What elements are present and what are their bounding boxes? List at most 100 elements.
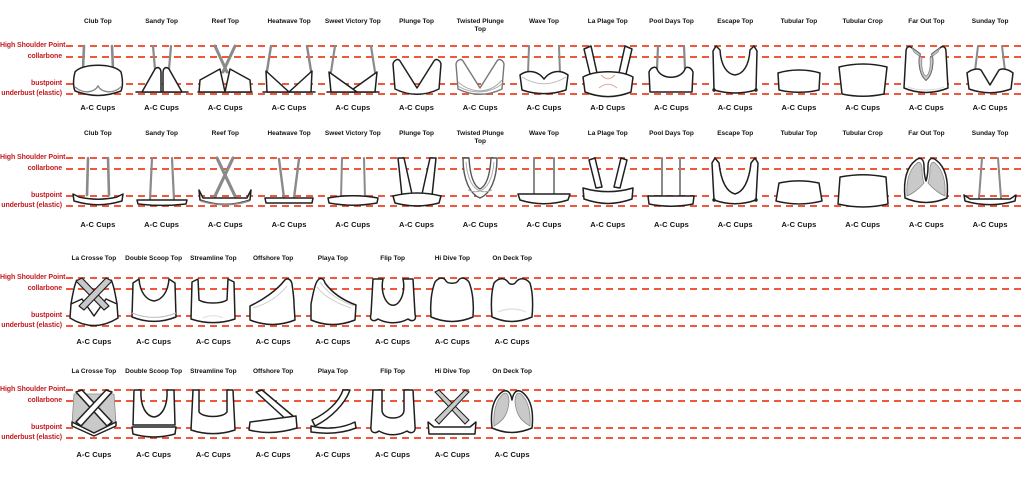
cups-range-label: A-C Cups (136, 450, 172, 459)
style-name-label: Twisted Plunge Top (456, 130, 504, 146)
cups-range-label: A-C Cups (717, 220, 753, 229)
sunday-top-front-illustration (958, 42, 1022, 100)
guide-line-underbust-elastic (66, 205, 1024, 207)
style-name-label: La Crosse Top (71, 368, 117, 375)
guide-label-bustpoint: bustpoint (31, 80, 62, 87)
guide-label-collarbone: collarbone (27, 53, 63, 60)
cups-range-label: A-C Cups (315, 450, 351, 459)
style-name-label: Playa Top (317, 255, 348, 262)
la-plage-top-front-illustration (576, 42, 640, 100)
offshore-top-back-illustration (241, 386, 305, 444)
cups-range-label: A-C Cups (908, 103, 944, 112)
style-name-label: Club Top (84, 130, 112, 137)
style-name-label: Far Out Top (908, 130, 945, 137)
guide-label-bustpoint: bustpoint (31, 192, 62, 199)
la-plage-top-back-illustration (576, 154, 640, 212)
style-name-label: Tubular Crop (842, 130, 883, 137)
cups-range-label: A-C Cups (590, 220, 626, 229)
style-name-label: La Crosse Top (71, 255, 117, 262)
style-name-label: Tubular Top (780, 130, 818, 137)
guide-label-underbust-elastic: underbust (elastic) (1, 322, 62, 329)
sunday-top-back-illustration (958, 154, 1022, 212)
cups-range-label: A-C Cups (434, 450, 470, 459)
cups-range-label: A-C Cups (845, 220, 881, 229)
guide-label-bustpoint: bustpoint (31, 424, 62, 431)
cups-range-label: A-C Cups (399, 103, 435, 112)
style-name-label: Hi Dive Top (434, 368, 471, 375)
club-top-back-illustration (66, 154, 130, 212)
cups-range-label: A-C Cups (195, 450, 231, 459)
style-name-label: Twisted Plunge Top (456, 18, 504, 34)
guide-line-collarbone (66, 288, 1024, 290)
cups-range-label: A-C Cups (375, 450, 411, 459)
cups-range-label: A-C Cups (80, 103, 116, 112)
cups-range-label: A-C Cups (136, 337, 172, 346)
guide-label-collarbone: collarbone (27, 165, 63, 172)
hi-dive-top-back-illustration (420, 386, 484, 444)
la-crosse-top-front-illustration (62, 274, 126, 332)
style-name-label: Sunday Top (971, 18, 1009, 25)
cups-range-label: A-C Cups (908, 220, 944, 229)
tubular-top-front-illustration (767, 42, 831, 100)
cups-range-label: A-C Cups (653, 103, 689, 112)
style-name-label: Sweet Victory Top (324, 18, 381, 25)
guide-line-bustpoint (66, 427, 1024, 429)
cups-range-label: A-C Cups (972, 220, 1008, 229)
escape-top-back-illustration (703, 154, 767, 212)
flip-top-back-illustration (361, 386, 425, 444)
style-name-label: On Deck Top (492, 368, 532, 375)
pool-days-top-back-illustration (639, 154, 703, 212)
cups-range-label: A-C Cups (972, 103, 1008, 112)
style-name-label: La Plage Top (587, 130, 628, 137)
guide-line-underbust-elastic (66, 437, 1024, 439)
style-name-label: Sunday Top (971, 130, 1009, 137)
guide-label-high-shoulder-point: High Shoulder Point (0, 42, 66, 49)
guide-line-underbust-elastic (66, 325, 1024, 327)
sweet-victory-top-front-illustration (321, 42, 385, 100)
guide-label-underbust-elastic: underbust (elastic) (1, 202, 62, 209)
double-scoop-top-front-illustration (122, 274, 186, 332)
style-name-label: Wave Top (529, 18, 559, 25)
far-out-top-back-illustration (894, 154, 958, 212)
cups-range-label: A-C Cups (462, 220, 498, 229)
style-name-label: Playa Top (317, 368, 348, 375)
playa-top-front-illustration (301, 274, 365, 332)
style-name-label: Tubular Top (780, 18, 818, 25)
tubular-crop-back-illustration (831, 154, 895, 212)
cups-range-label: A-C Cups (255, 450, 291, 459)
sandy-top-back-illustration (130, 154, 194, 212)
style-name-label: Hi Dive Top (434, 255, 471, 262)
guide-line-high-shoulder-point (66, 45, 1024, 47)
style-name-label: Sweet Victory Top (324, 130, 381, 137)
style-name-label: Offshore Top (252, 255, 294, 262)
heatwave-top-back-illustration (257, 154, 321, 212)
plunge-top-back-illustration (385, 154, 449, 212)
streamline-top-front-illustration (181, 274, 245, 332)
style-name-label: Reef Top (211, 18, 239, 25)
cups-range-label: A-C Cups (76, 450, 112, 459)
